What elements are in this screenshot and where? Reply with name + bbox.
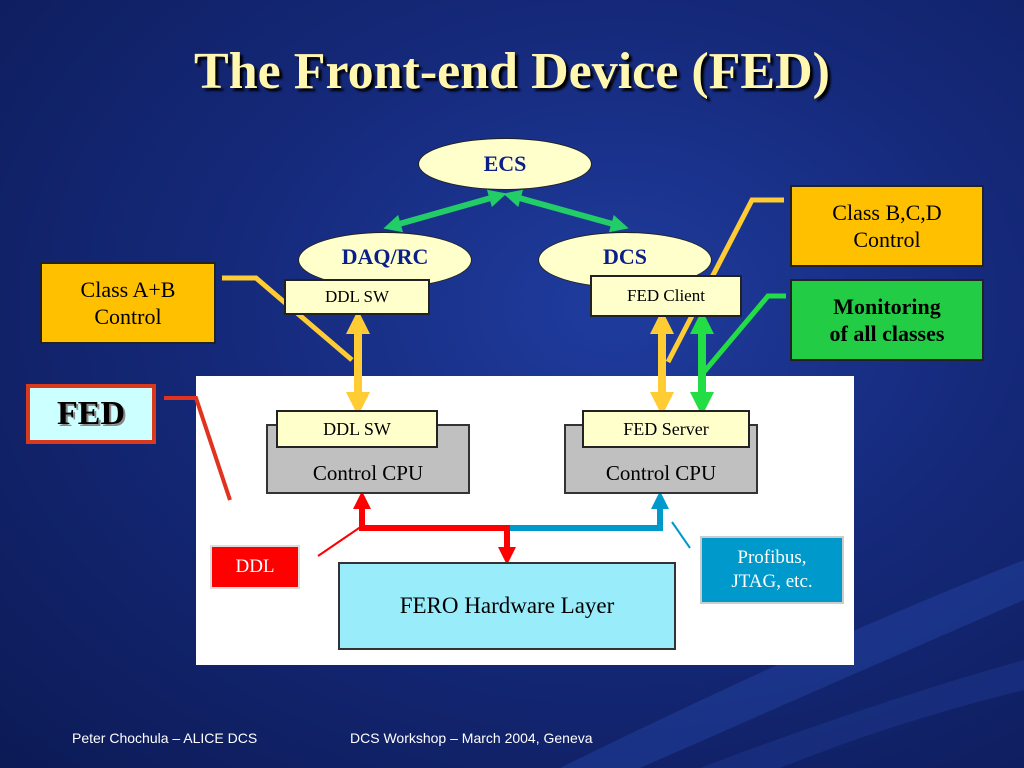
- footer-author: Peter Chochula – ALICE DCS: [72, 730, 258, 746]
- fed-callout-line: [164, 396, 232, 501]
- fero-label: FERO Hardware Layer: [399, 592, 615, 618]
- ddl-sw-top-box: DDL SW: [284, 279, 430, 315]
- profibus-label-box: Profibus, JTAG, etc.: [700, 536, 844, 604]
- class-ab-callout: Class A+B Control: [40, 262, 216, 344]
- dcs-label: DCS: [602, 244, 647, 269]
- ecs-label: ECS: [483, 151, 527, 176]
- profibus-line2: JTAG, etc.: [731, 571, 813, 592]
- fed-label-box: FED: [26, 384, 156, 444]
- monitoring-callout: Monitoring of all classes: [790, 279, 984, 361]
- monitoring-callout-line: [702, 293, 786, 374]
- slide-title: The Front-end Device (FED): [194, 43, 830, 100]
- ddl-sw-inner-label: DDL SW: [323, 418, 391, 439]
- control-cpu-left-label: Control CPU: [312, 460, 424, 485]
- ddl-label: DDL: [235, 556, 275, 578]
- ecs-dcs-arrow: [503, 189, 629, 233]
- class-bcd-line2: Control: [853, 227, 921, 252]
- class-ab-callout-line: [222, 275, 354, 362]
- control-cpu-right-label: Control CPU: [605, 460, 717, 485]
- fero-hardware-layer: FERO Hardware Layer: [338, 562, 676, 650]
- fed-server-label: FED Server: [623, 418, 709, 439]
- ddl-sw-inner-box: DDL SW: [276, 410, 438, 448]
- footer-event: DCS Workshop – March 2004, Geneva: [350, 730, 593, 746]
- ddl-leader: [317, 525, 363, 557]
- fed-client-box: FED Client: [590, 275, 742, 317]
- fed-server-box: FED Server: [582, 410, 750, 448]
- ddl-sw-top-label: DDL SW: [324, 287, 390, 307]
- fed-label: FED: [57, 394, 125, 432]
- profibus-leader: [671, 521, 691, 549]
- class-ab-line2: Control: [94, 304, 162, 329]
- profibus-path: [510, 491, 669, 531]
- class-bcd-callout: Class B,C,D Control: [790, 185, 984, 267]
- daq-rc-label: DAQ/RC: [341, 244, 429, 269]
- ecs-node: ECS: [418, 138, 592, 190]
- monitoring-line2: of all classes: [829, 321, 945, 346]
- fed-client-label: FED Client: [627, 286, 705, 306]
- ddl-label-box: DDL: [210, 545, 300, 589]
- monitoring-line1: Monitoring: [833, 293, 941, 319]
- profibus-line1: Profibus,: [737, 547, 807, 569]
- daq-rc-node: DAQ/RC: [298, 232, 472, 288]
- ecs-daq-arrow: [383, 189, 507, 233]
- class-bcd-line1: Class B,C,D: [832, 199, 942, 225]
- ddl-path: [353, 491, 516, 565]
- class-ab-line1: Class A+B: [80, 276, 176, 302]
